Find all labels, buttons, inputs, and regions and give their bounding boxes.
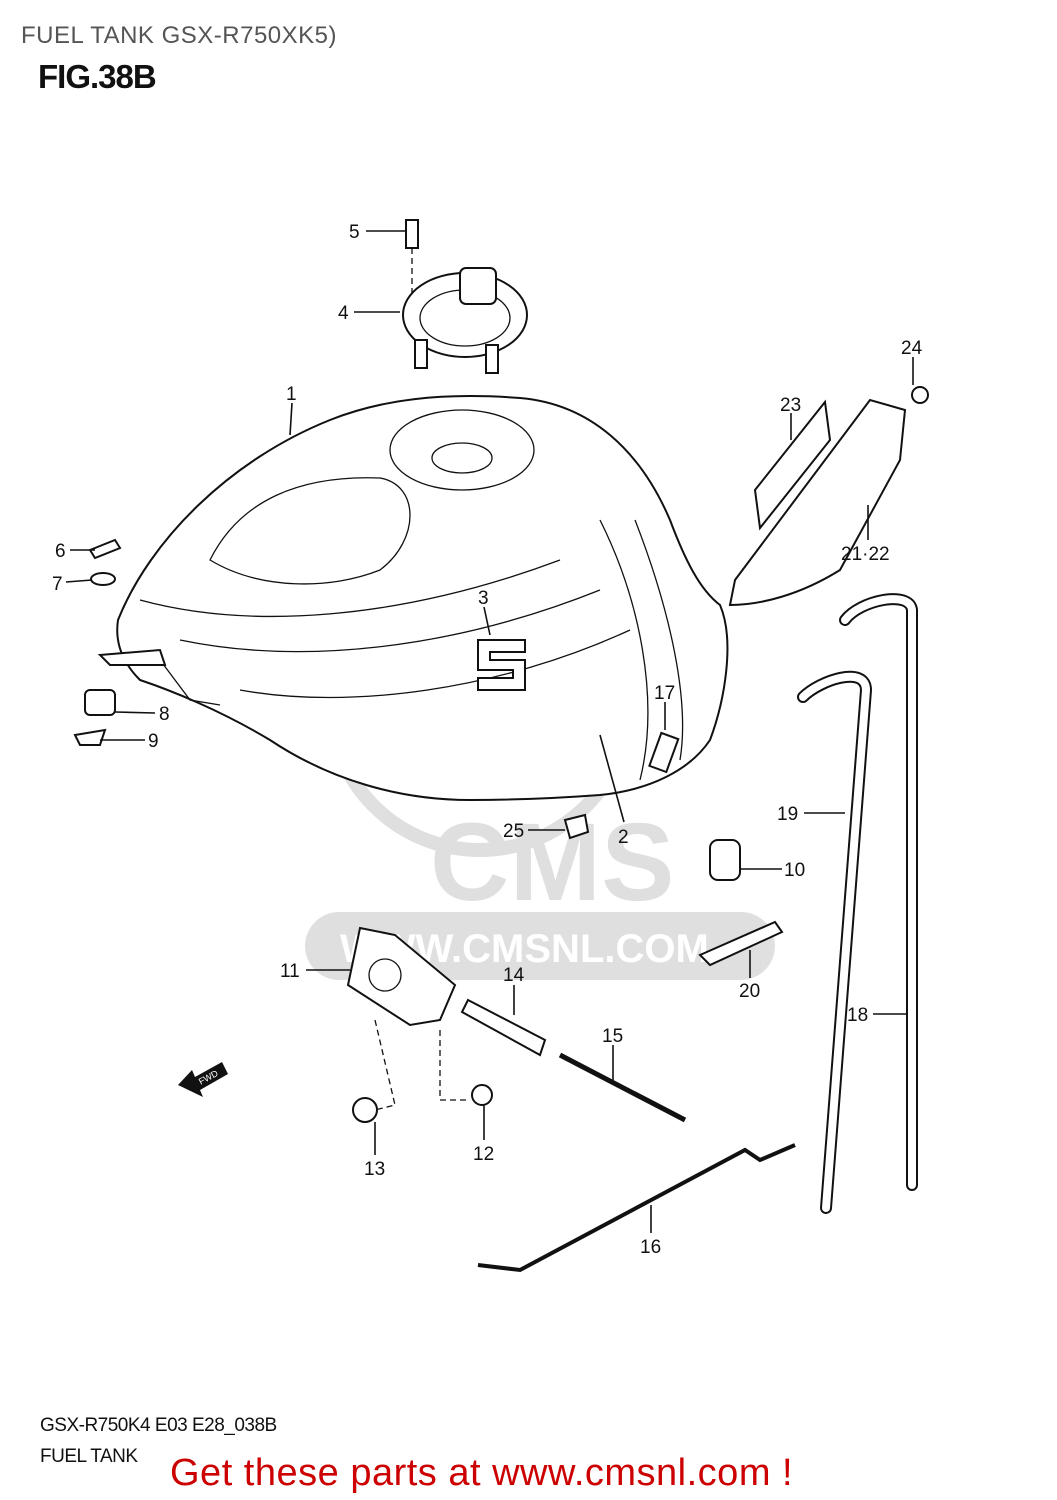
- figure-number: FIG.38B: [38, 58, 157, 95]
- forward-arrow-icon: FWD: [178, 1062, 228, 1097]
- callout-24: 24: [901, 338, 923, 359]
- emblem[interactable]: [477, 639, 526, 691]
- callout-21-22: 21·22: [841, 544, 890, 565]
- label-17[interactable]: [648, 731, 680, 774]
- spacer-14[interactable]: [460, 998, 547, 1057]
- callout-12: 12: [473, 1144, 494, 1165]
- grommet-9[interactable]: [73, 728, 107, 746]
- clip-25[interactable]: [563, 813, 590, 840]
- cta-link[interactable]: Get these parts at www.cmsnl.com !: [170, 1452, 794, 1494]
- bolt-12[interactable]: [471, 1084, 493, 1106]
- svg-text:CMS: CMS: [430, 801, 674, 924]
- cushion-8[interactable]: [84, 689, 116, 716]
- washer-7[interactable]: [90, 572, 116, 586]
- callout-19: 19: [777, 804, 798, 825]
- callout-17: 17: [654, 683, 675, 704]
- callout-10: 10: [784, 860, 805, 881]
- callout-14: 14: [503, 965, 525, 986]
- leader-lines: [65, 230, 914, 1233]
- page-title: FUEL TANK GSX-R750XK5): [21, 22, 337, 49]
- bracket[interactable]: [97, 648, 167, 666]
- callout-11: 11: [280, 961, 300, 982]
- callout-25: 25: [503, 821, 524, 842]
- callout-16: 16: [640, 1237, 661, 1258]
- callout-20: 20: [739, 981, 760, 1002]
- callout-3: 3: [478, 588, 489, 609]
- sheet[interactable]: [753, 399, 832, 531]
- callout-7: 7: [52, 574, 63, 595]
- callout-8: 8: [159, 704, 170, 725]
- callout-6: 6: [55, 541, 66, 562]
- bolt-15[interactable]: [558, 1052, 687, 1123]
- diagram-name: FUEL TANK: [40, 1446, 138, 1467]
- callout-5: 5: [349, 222, 360, 243]
- cover[interactable]: [728, 398, 907, 607]
- callout-2: 2: [618, 827, 629, 848]
- callout-18: 18: [847, 1005, 868, 1026]
- callout-15: 15: [602, 1026, 623, 1047]
- nut-13[interactable]: [352, 1097, 378, 1123]
- rod-16[interactable]: [477, 1143, 796, 1273]
- screw[interactable]: [911, 386, 929, 404]
- callout-23: 23: [780, 395, 801, 416]
- callout-13: 13: [364, 1159, 385, 1180]
- fuel-cap[interactable]: [402, 267, 528, 374]
- callout-9: 9: [148, 731, 159, 752]
- screw-6[interactable]: [88, 538, 122, 560]
- fuel-tank[interactable]: [116, 395, 729, 802]
- cushion-10[interactable]: [709, 839, 741, 881]
- diagram-code: GSX-R750K4 E03 E28_038B: [40, 1415, 277, 1436]
- bolt[interactable]: [405, 219, 419, 249]
- callout-1: 1: [286, 384, 297, 405]
- callout-4: 4: [338, 303, 349, 324]
- holder-20[interactable]: [698, 920, 784, 967]
